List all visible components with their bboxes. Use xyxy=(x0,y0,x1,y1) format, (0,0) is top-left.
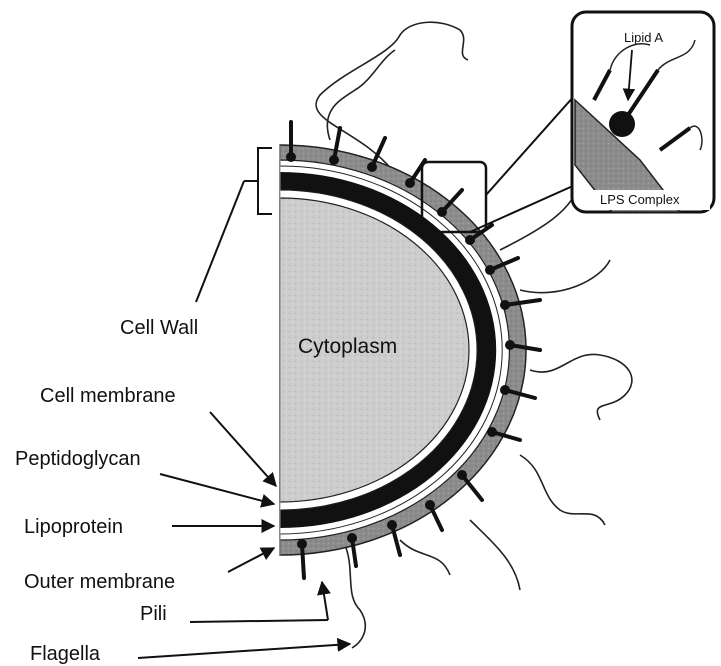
flagella-arrow xyxy=(138,644,350,658)
cell-membrane-label: Cell membrane xyxy=(40,385,176,407)
flagellum-strand xyxy=(400,540,450,575)
cell-wall-label: Cell Wall xyxy=(120,317,198,339)
outer-membrane-arrow xyxy=(228,548,274,572)
flagellum-strand xyxy=(520,455,605,525)
peptidoglycan-arrow xyxy=(160,474,274,504)
flagellum-strand xyxy=(530,354,632,420)
pili-arrow xyxy=(190,620,328,622)
flagellum-strand xyxy=(470,520,520,590)
flagellum-strand xyxy=(500,180,580,250)
peptidoglycan-label: Peptidoglycan xyxy=(15,448,141,470)
flagellum-strand xyxy=(520,260,610,293)
flagellum-strand xyxy=(316,22,468,170)
cell-membrane-arrow xyxy=(210,412,276,486)
cytoplasm-label: Cytoplasm xyxy=(298,335,397,358)
lipid-a-label: Lipid A xyxy=(624,30,663,45)
outer-membrane-label: Outer membrane xyxy=(24,571,175,593)
lipoprotein-label: Lipoprotein xyxy=(24,516,123,538)
lps-inset: Lipid A LPS Complex xyxy=(572,12,714,212)
lps-complex-label: LPS Complex xyxy=(600,192,680,207)
pili-label: Pili xyxy=(140,603,167,625)
cell-wall-bracket xyxy=(244,148,272,214)
flagella-label: Flagella xyxy=(30,643,101,665)
